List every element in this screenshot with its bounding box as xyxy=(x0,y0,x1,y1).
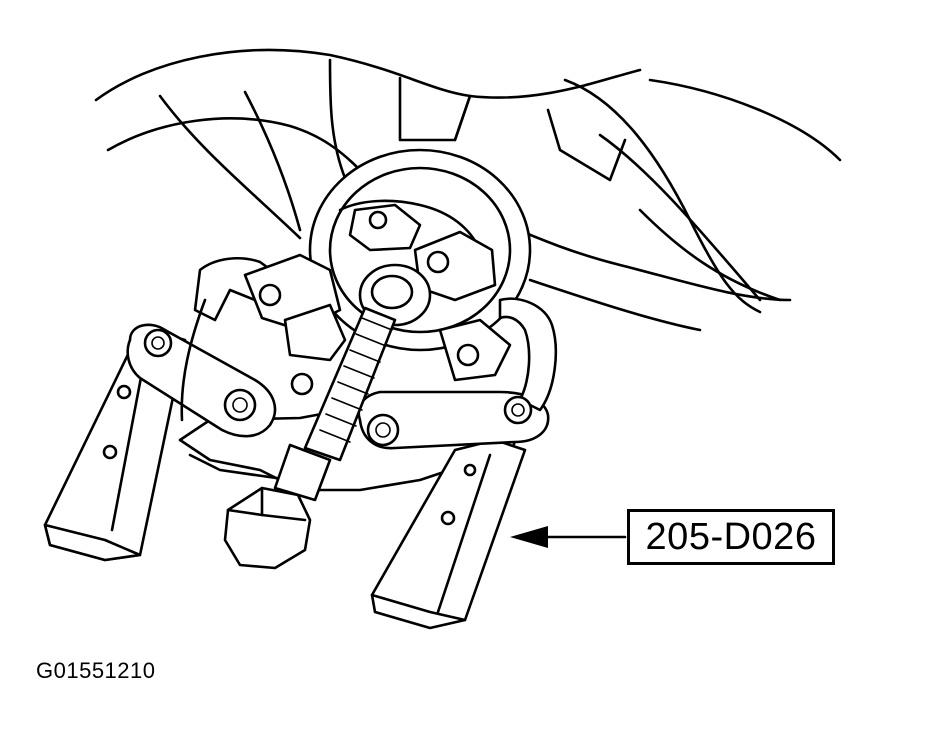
flange-clamp xyxy=(243,203,512,382)
right-jaw-leg xyxy=(370,438,527,630)
right-link-arm xyxy=(357,297,558,450)
tool-number-callout: 205-D026 xyxy=(627,509,835,565)
callout-leader-arrow xyxy=(510,526,627,548)
bolt-heads xyxy=(143,210,533,447)
forcing-screw xyxy=(273,263,432,502)
figure-id-label: G01551210 xyxy=(36,658,156,683)
hex-drive-head xyxy=(223,486,312,570)
axle-housing xyxy=(94,48,842,332)
